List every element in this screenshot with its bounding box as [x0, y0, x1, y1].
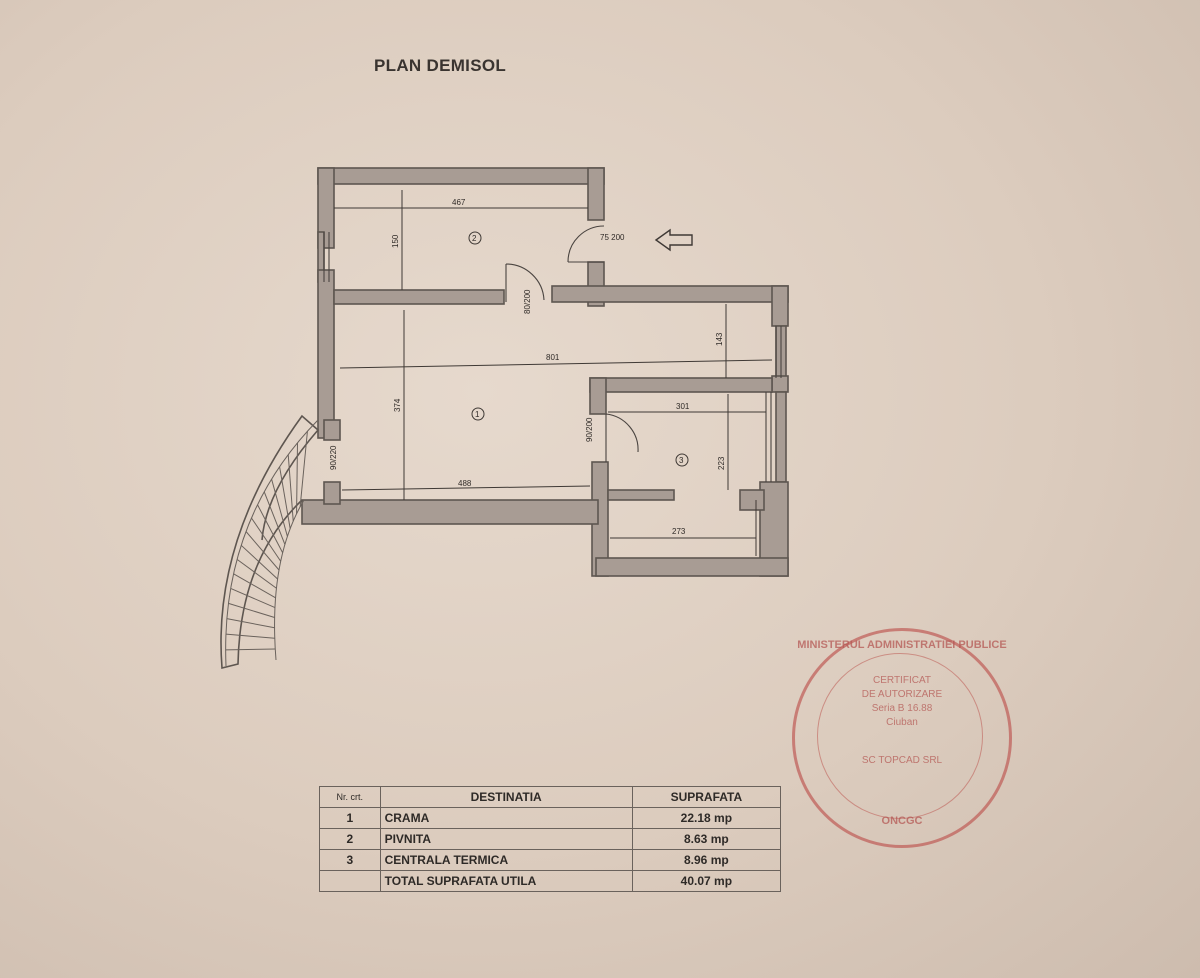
- room-number-3: 3: [679, 456, 684, 465]
- stair-tread: [287, 454, 294, 522]
- total-label: TOTAL SUPRAFATA UTILA: [379, 870, 633, 892]
- dim-143: 143: [715, 332, 724, 346]
- stair-tread: [296, 442, 299, 514]
- dim-467: 467: [452, 198, 466, 207]
- entrance-arrow-icon: [654, 228, 693, 252]
- table-row: 2 PIVNITA 8.63 mp: [319, 828, 782, 850]
- dimension-labels: 467 150 75 200 801 143 374 301 488 273 2…: [329, 198, 726, 536]
- room-number-2: 2: [472, 234, 477, 243]
- stair-tread: [225, 648, 276, 651]
- dim-90-200: 90/200: [585, 417, 594, 442]
- stair-tread: [245, 531, 280, 571]
- row-suprafata: 8.63 mp: [631, 828, 782, 850]
- dim-488: 488: [458, 479, 472, 488]
- col-header-destinatia: DESTINATIA: [379, 786, 633, 808]
- walls: [301, 167, 789, 577]
- dim-75-200: 75 200: [600, 233, 625, 242]
- dim-374: 374: [393, 398, 402, 412]
- stair-tread: [263, 491, 286, 545]
- stair-tread: [226, 618, 275, 629]
- row-suprafata: 8.96 mp: [631, 849, 782, 871]
- stair-tread: [230, 587, 276, 608]
- stamp-ring-bottom: ONCGC: [881, 815, 923, 827]
- stair-tread: [299, 431, 308, 507]
- windows: [323, 232, 782, 482]
- stair-tread: [240, 544, 278, 580]
- dim-301: 301: [676, 402, 690, 411]
- stair-tread: [228, 602, 275, 619]
- curved-staircase: [220, 414, 320, 670]
- row-nr: 1: [319, 807, 381, 829]
- dim-150: 150: [391, 234, 400, 248]
- dim-80-200: 80/200: [523, 289, 532, 314]
- dimension-lines: [334, 190, 773, 556]
- stamp-line3: Seria B 16.88: [871, 703, 933, 714]
- stair-tread: [233, 573, 276, 599]
- plan-title: PLAN DEMISOL: [374, 56, 507, 75]
- stamp-ring-top: MINISTERUL ADMINISTRATIEI PUBLICE: [797, 639, 1007, 651]
- dim-90-220: 90/220: [329, 445, 338, 470]
- total-area: 40.07 mp: [631, 870, 782, 892]
- stair-tread: [225, 633, 275, 639]
- stair-tread: [257, 504, 284, 553]
- stamp-line1: CERTIFICAT: [873, 675, 931, 686]
- row-suprafata: 22.18 mp: [631, 807, 782, 829]
- row-destinatia: CRAMA: [379, 807, 633, 829]
- col-header-suprafata: SUPRAFATA: [631, 786, 782, 808]
- row-destinatia: CENTRALA TERMICA: [379, 849, 633, 871]
- area-table: Nr. crt. DESTINATIA SUPRAFATA 1 CRAMA 22…: [319, 786, 782, 892]
- table-row: 3 CENTRALA TERMICA 8.96 mp: [319, 849, 782, 871]
- room-markers: 2 1 3: [468, 231, 689, 467]
- stair-tread: [251, 517, 282, 562]
- stair-tread: [279, 466, 291, 529]
- stair-tread: [236, 558, 277, 589]
- dim-273: 273: [672, 527, 686, 536]
- dim-223: 223: [717, 456, 726, 470]
- col-header-nr: Nr. crt.: [319, 786, 381, 808]
- table-row: 1 CRAMA 22.18 mp: [319, 807, 782, 829]
- stamp-line5: SC TOPCAD SRL: [861, 755, 943, 766]
- doors: [505, 225, 639, 462]
- table-header-row: Nr. crt. DESTINATIA SUPRAFATA: [319, 786, 782, 808]
- row-destinatia: PIVNITA: [379, 828, 633, 850]
- stamp-line2: DE AUTORIZARE: [861, 689, 943, 700]
- dim-801: 801: [546, 353, 560, 362]
- room-number-1: 1: [475, 410, 480, 419]
- row-nr: 2: [319, 828, 381, 850]
- row-nr: 3: [319, 849, 381, 871]
- authorization-stamp: MINISTERUL ADMINISTRATIEI PUBLICE CERTIF…: [792, 628, 1012, 848]
- table-total-row: TOTAL SUPRAFATA UTILA 40.07 mp: [319, 870, 782, 892]
- stair-tread: [271, 478, 288, 537]
- stamp-line4: Ciuban: [886, 717, 918, 728]
